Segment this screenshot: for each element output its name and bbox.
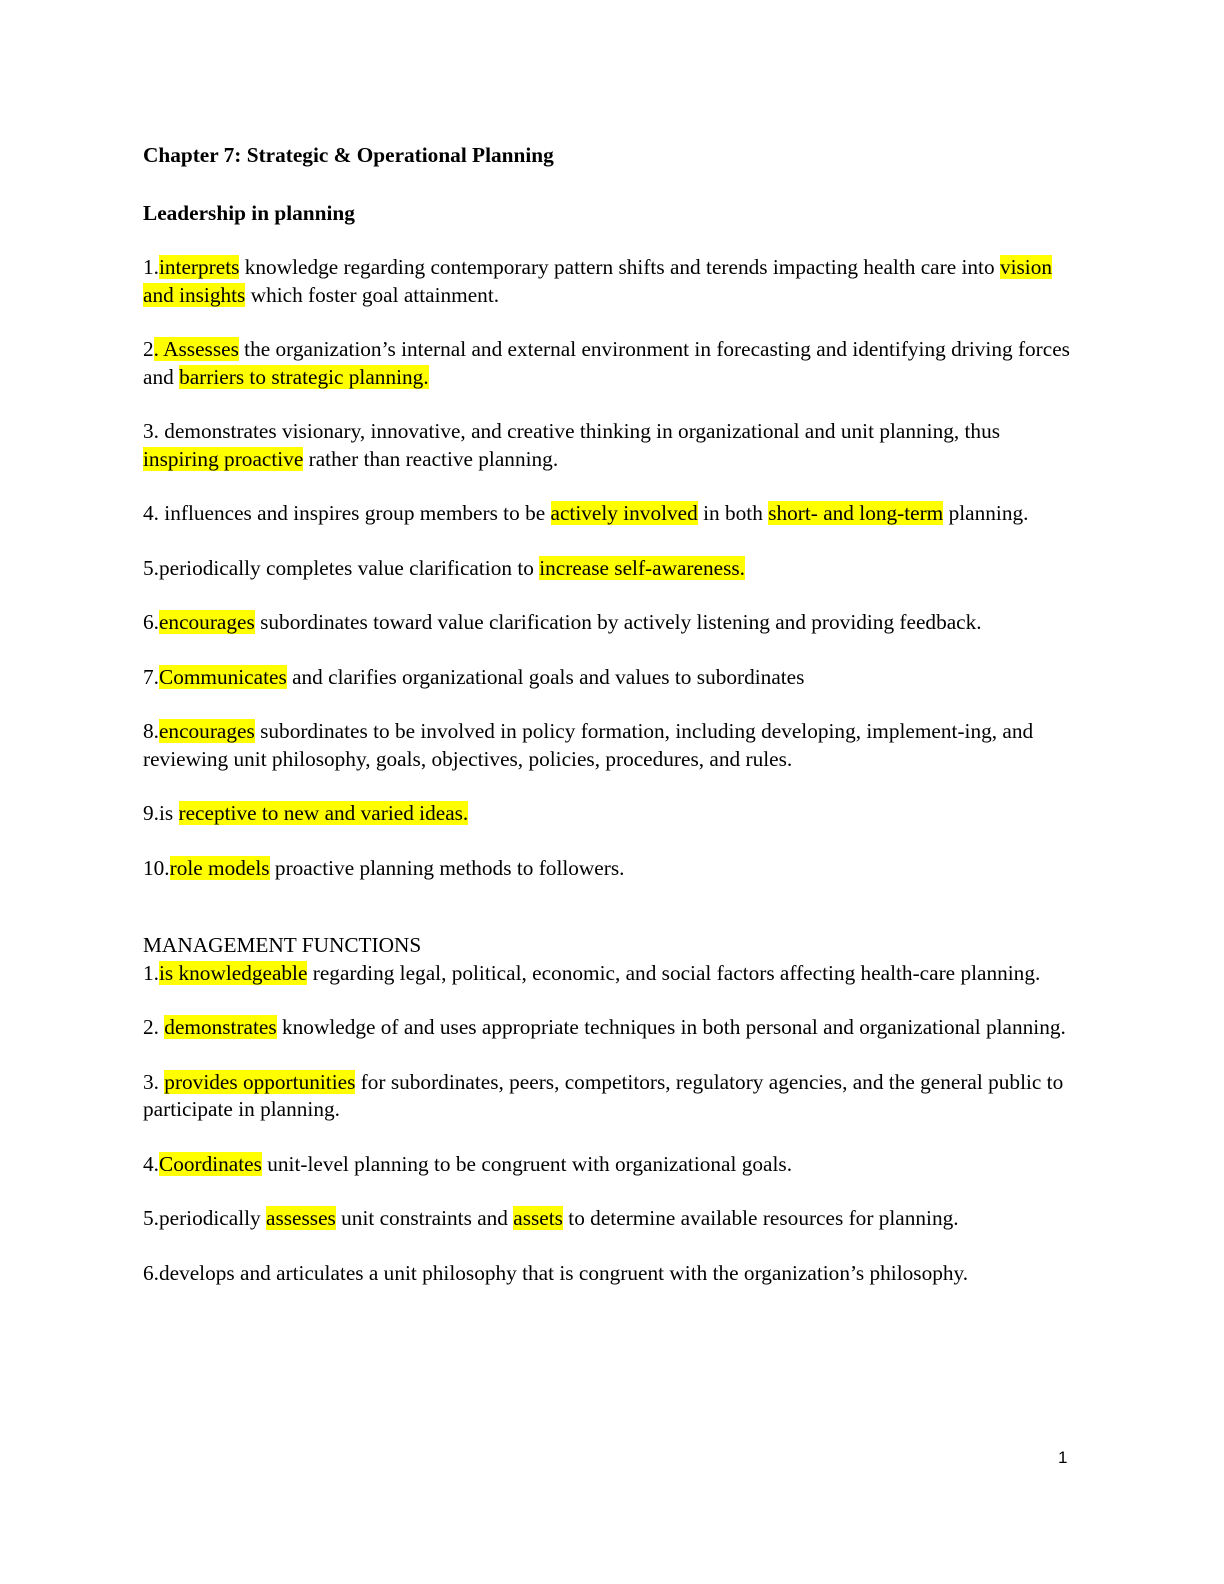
text-run: 10. bbox=[143, 855, 170, 880]
page-content: Chapter 7: Strategic & Operational Plann… bbox=[143, 142, 1073, 1287]
leadership-item: 4. influences and inspires group members… bbox=[143, 500, 1073, 528]
leadership-list: 1.interprets knowledge regarding contemp… bbox=[143, 254, 1073, 882]
highlighted-text: . Assesses bbox=[153, 337, 239, 361]
leadership-item: 10.role models proactive planning method… bbox=[143, 855, 1073, 883]
highlighted-text: Coordinates bbox=[158, 1151, 262, 1176]
page-number: 1 bbox=[1058, 1448, 1068, 1467]
text-run: which foster goal attainment. bbox=[245, 282, 500, 307]
text-run: and clarifies organizational goals and v… bbox=[286, 664, 805, 689]
highlighted-text: actively involved bbox=[550, 501, 698, 525]
text-run: 4. influences and inspires group members… bbox=[143, 501, 551, 525]
text-run: 6.develops and articulates a unit philos… bbox=[143, 1260, 969, 1285]
management-item: 2. demonstrates knowledge of and uses ap… bbox=[143, 1014, 1073, 1042]
text-run: 1. bbox=[143, 960, 159, 985]
text-run: 9.is bbox=[143, 801, 179, 825]
text-run: knowledge of and uses appropriate techni… bbox=[276, 1015, 1066, 1039]
management-item: 5.periodically assesses unit constraints… bbox=[143, 1205, 1073, 1233]
highlighted-text: barriers to strategic planning. bbox=[179, 364, 429, 389]
management-item: 4.Coordinates unit-level planning to be … bbox=[143, 1151, 1073, 1179]
highlighted-text: role models bbox=[169, 855, 270, 880]
text-run: 1. bbox=[143, 255, 159, 279]
text-run: subordinates to be involved in policy fo… bbox=[143, 719, 1034, 771]
leadership-item: 3. demonstrates visionary, innovative, a… bbox=[143, 418, 1073, 473]
text-run: to determine available resources for pla… bbox=[562, 1206, 959, 1230]
highlighted-text: Communicates bbox=[158, 664, 287, 689]
text-run: planning. bbox=[943, 501, 1029, 525]
management-item: 3. provides opportunities for subordinat… bbox=[143, 1069, 1073, 1124]
text-run: proactive planning methods to followers. bbox=[269, 855, 625, 880]
text-run: rather than reactive planning. bbox=[303, 446, 559, 471]
highlighted-text: encourages bbox=[158, 610, 255, 634]
text-run: for subordinates, peers, competitors, re… bbox=[143, 1069, 1064, 1122]
text-run: 2 bbox=[143, 337, 154, 361]
text-run: unit-level planning to be congruent with… bbox=[261, 1151, 793, 1176]
text-run: subordinates toward value clarification … bbox=[254, 610, 982, 634]
highlighted-text: demonstrates bbox=[164, 1015, 277, 1039]
management-item: 6.develops and articulates a unit philos… bbox=[143, 1260, 1073, 1288]
text-run: the organization’s internal and external… bbox=[143, 337, 1070, 389]
leadership-item: 6.encourages subordinates toward value c… bbox=[143, 609, 1073, 637]
management-list: 1.is knowledgeable regarding legal, poli… bbox=[143, 960, 1073, 1288]
leadership-item: 2. Assesses the organization’s internal … bbox=[143, 336, 1073, 391]
highlighted-text: assets bbox=[513, 1206, 563, 1230]
text-run: unit constraints and bbox=[335, 1206, 514, 1230]
highlighted-text: interprets bbox=[158, 255, 240, 279]
section-heading-leadership: Leadership in planning bbox=[143, 200, 355, 225]
management-item: 1.is knowledgeable regarding legal, poli… bbox=[143, 960, 1073, 988]
highlighted-text: short- and long-term bbox=[768, 501, 944, 525]
text-run: 7. bbox=[143, 664, 159, 689]
text-run: regarding legal, political, economic, an… bbox=[307, 960, 1041, 985]
highlighted-text: provides opportunities bbox=[164, 1069, 356, 1094]
leadership-item: 1.interprets knowledge regarding contemp… bbox=[143, 254, 1073, 309]
highlighted-text: assesses bbox=[266, 1206, 336, 1230]
highlighted-text: inspiring proactive bbox=[143, 446, 304, 471]
chapter-title: Chapter 7: Strategic & Operational Plann… bbox=[143, 143, 554, 167]
text-run: 3. bbox=[143, 1069, 165, 1094]
leadership-item: 7.Communicates and clarifies organizatio… bbox=[143, 664, 1073, 692]
text-run: knowledge regarding contemporary pattern… bbox=[239, 255, 1000, 279]
text-run: 4. bbox=[143, 1151, 159, 1176]
text-run: 3. demonstrates visionary, innovative, a… bbox=[143, 419, 1001, 443]
leadership-item: 5.periodically completes value clarifica… bbox=[143, 555, 1073, 583]
section-heading-management: MANAGEMENT FUNCTIONS bbox=[143, 933, 422, 957]
text-run: 6. bbox=[143, 610, 159, 634]
highlighted-text: is knowledgeable bbox=[158, 960, 308, 985]
leadership-item: 9.is receptive to new and varied ideas. bbox=[143, 800, 1073, 828]
text-run: 2. bbox=[143, 1015, 165, 1039]
highlighted-text: receptive to new and varied ideas. bbox=[178, 801, 469, 825]
highlighted-text: increase self-awareness. bbox=[539, 555, 745, 580]
text-run: 5.periodically completes value clarifica… bbox=[143, 555, 540, 580]
text-run: 5.periodically bbox=[143, 1206, 267, 1230]
text-run: 8. bbox=[143, 719, 159, 743]
leadership-item: 8.encourages subordinates to be involved… bbox=[143, 718, 1073, 773]
text-run: in both bbox=[697, 501, 769, 525]
highlighted-text: encourages bbox=[158, 719, 255, 743]
